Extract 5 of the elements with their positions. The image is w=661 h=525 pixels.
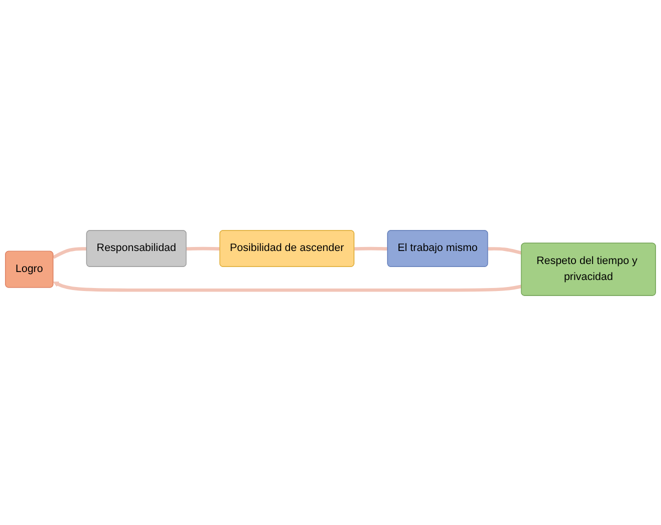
connector xyxy=(186,246,220,250)
connector xyxy=(488,246,522,254)
arrow xyxy=(53,281,522,292)
connector xyxy=(52,246,87,258)
connector xyxy=(354,246,388,250)
